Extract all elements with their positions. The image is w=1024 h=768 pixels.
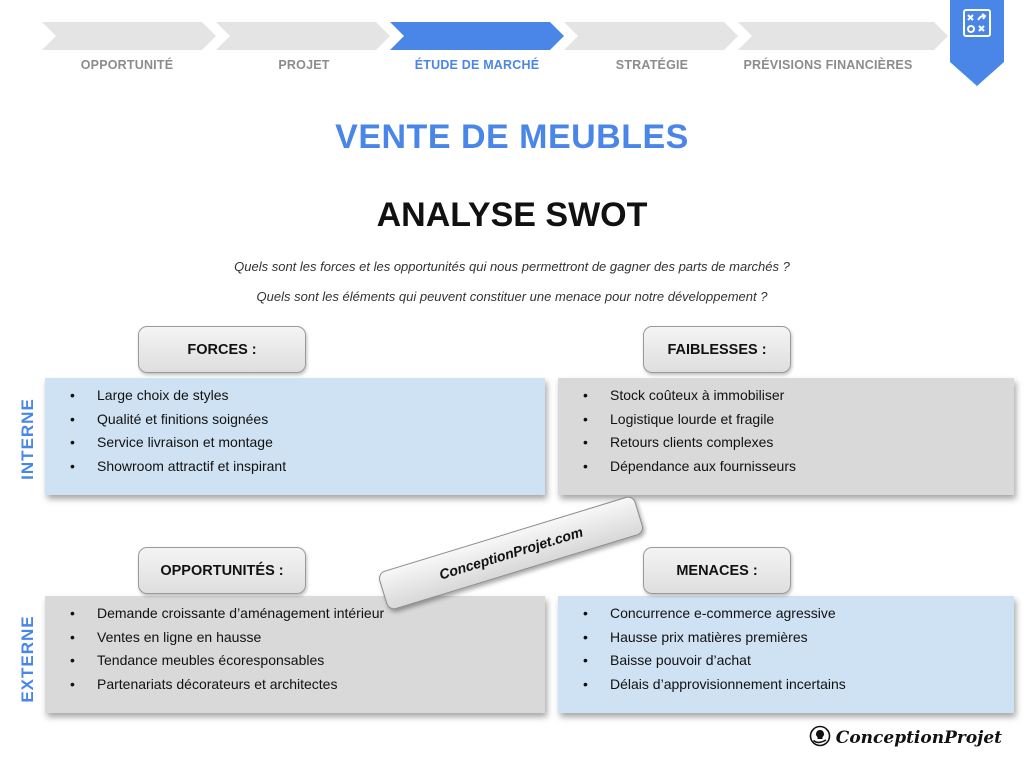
opportunites-header: OPPORTUNITÉS : (138, 547, 306, 594)
list-item: Hausse prix matières premières (558, 626, 1014, 650)
list-item: Tendance meubles écoresponsables (45, 649, 545, 673)
question-1: Quels sont les forces et les opportunité… (234, 259, 790, 274)
list-item: Dépendance aux fournisseurs (558, 455, 1014, 479)
list-item: Partenariats décorateurs et architectes (45, 673, 545, 697)
side-label-externe: EXTERNE (18, 615, 37, 703)
progress-steps (42, 22, 948, 50)
forces-header: FORCES : (138, 326, 306, 373)
step-label-previsions-financieres: PRÉVISIONS FINANCIÈRES (743, 58, 913, 72)
step-label-strategie: STRATÉGIE (615, 58, 689, 72)
list-item: Ventes en ligne en hausse (45, 626, 545, 650)
faiblesses-header: FAIBLESSES : (643, 326, 791, 373)
quadrant-menaces: Concurrence e-commerce agressive Hausse … (558, 596, 1014, 713)
quadrant-forces: Large choix de styles Qualité et finitio… (45, 378, 545, 495)
list-item: Baisse pouvoir d’achat (558, 649, 1014, 673)
bookmark-ribbon (950, 0, 1004, 86)
list-item: Showroom attractif et inspirant (45, 455, 545, 479)
step-etude-de-marche[interactable] (390, 22, 564, 50)
watermark-badge: ConceptionProjet.com (377, 494, 645, 612)
list-item: Concurrence e-commerce agressive (558, 602, 1014, 626)
list-item: Stock coûteux à immobiliser (558, 384, 1014, 408)
step-opportunite[interactable] (42, 22, 216, 50)
list-item: Logistique lourde et fragile (558, 408, 1014, 432)
strategy-board-icon (963, 9, 991, 37)
forces-list: Large choix de styles Qualité et finitio… (45, 384, 545, 479)
list-item: Large choix de styles (45, 384, 545, 408)
quadrant-faiblesses: Stock coûteux à immobiliser Logistique l… (558, 378, 1014, 495)
page-title: VENTE DE MEUBLES (335, 118, 689, 156)
list-item: Retours clients complexes (558, 431, 1014, 455)
step-previsions-financieres[interactable] (738, 22, 948, 50)
menaces-list: Concurrence e-commerce agressive Hausse … (558, 602, 1014, 697)
list-item: Délais d’approvisionnement incertains (558, 673, 1014, 697)
step-projet[interactable] (216, 22, 390, 50)
menaces-header: MENACES : (643, 547, 791, 594)
brand-logo: ConceptionProjet (809, 725, 1002, 752)
quadrant-opportunites: Demande croissante d’aménagement intérie… (45, 596, 545, 713)
side-label-interne: INTERNE (18, 398, 37, 480)
list-item: Service livraison et montage (45, 431, 545, 455)
bulb-hand-icon (809, 725, 831, 752)
list-item: Demande croissante d’aménagement intérie… (45, 602, 545, 626)
faiblesses-list: Stock coûteux à immobiliser Logistique l… (558, 384, 1014, 479)
swot-title: ANALYSE SWOT (376, 196, 648, 234)
question-2: Quels sont les éléments qui peuvent cons… (256, 289, 768, 304)
list-item: Qualité et finitions soignées (45, 408, 545, 432)
step-strategie[interactable] (564, 22, 738, 50)
step-label-opportunite: OPPORTUNITÉ (80, 58, 174, 72)
logo-text: ConceptionProjet (835, 728, 1002, 748)
step-label-etude-de-marche: ÉTUDE DE MARCHÉ (414, 58, 540, 72)
step-label-projet: PROJET (278, 58, 330, 72)
opportunites-list: Demande croissante d’aménagement intérie… (45, 602, 545, 697)
